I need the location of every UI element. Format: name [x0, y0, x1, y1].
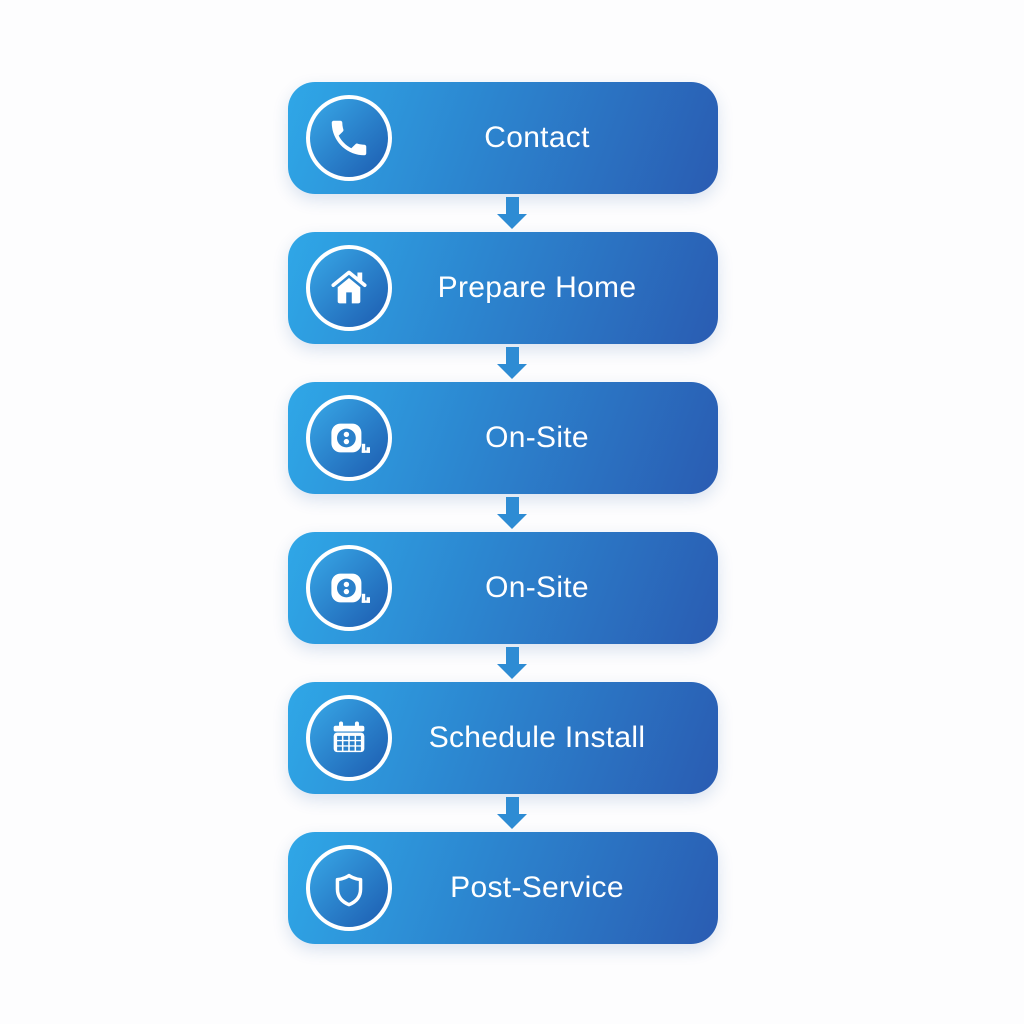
arrow-head [497, 214, 527, 229]
calendar-icon [333, 721, 365, 753]
tape-measure-icon [331, 423, 370, 453]
step-label: On-Site [485, 421, 589, 454]
phone-icon [331, 120, 367, 156]
step-label: On-Site [485, 571, 589, 604]
step-icon-badge [306, 95, 392, 181]
step-schedule-install: Schedule Install [288, 682, 718, 794]
process-flowchart: Contact Prepare Home [288, 82, 718, 944]
step-icon-badge [306, 545, 392, 631]
step-icon-badge [306, 395, 392, 481]
down-arrow [297, 344, 727, 382]
arrow-stem [505, 797, 519, 814]
step-label: Schedule Install [428, 721, 646, 754]
arrow-head [497, 814, 527, 829]
step-icon-badge [306, 695, 392, 781]
arrow-stem [505, 197, 519, 214]
shield-icon [335, 873, 363, 907]
step-icon-badge [306, 845, 392, 931]
arrow-head [497, 664, 527, 679]
step-icon-badge [306, 245, 392, 331]
down-arrow [297, 794, 727, 832]
home-icon [331, 270, 367, 304]
step-label: Contact [484, 121, 590, 154]
step-prepare-home: Prepare Home [288, 232, 718, 344]
down-arrow [297, 644, 727, 682]
step-on-site-2: On-Site [288, 532, 718, 644]
arrow-stem [505, 647, 519, 664]
tape-measure-icon [331, 573, 370, 603]
step-on-site-1: On-Site [288, 382, 718, 494]
down-arrow [297, 194, 727, 232]
arrow-stem [505, 347, 519, 364]
step-post-service: Post-Service [288, 832, 718, 944]
step-contact: Contact [288, 82, 718, 194]
down-arrow [297, 494, 727, 532]
step-label: Prepare Home [437, 271, 637, 304]
arrow-stem [505, 497, 519, 514]
arrow-head [497, 364, 527, 379]
step-label: Post-Service [450, 871, 624, 904]
arrow-head [497, 514, 527, 529]
